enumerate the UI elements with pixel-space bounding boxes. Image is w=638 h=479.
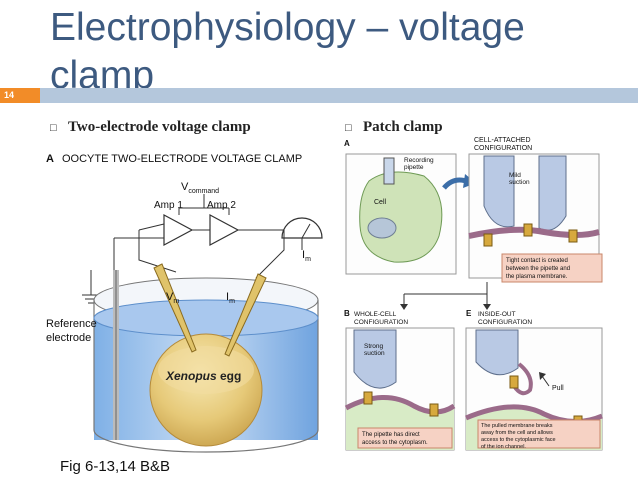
recording-label1: Recording — [404, 157, 434, 164]
cell-label: Cell — [374, 199, 387, 206]
tight-note-line1: Tight contact is created — [506, 258, 568, 264]
bullet-two-electrode: □ Two-electrode voltage clamp — [50, 118, 290, 137]
cell-attached-heading2: CONFIGURATION — [474, 145, 532, 152]
whole-cell-heading2: CONFIGURATION — [354, 319, 408, 326]
patch-clamp-figure: A CELL-ATTACHED CONFIGURATION Cell Recor… — [344, 137, 603, 451]
header-band-accent — [0, 88, 40, 103]
strong-suction1: Strong — [364, 343, 384, 350]
pulled-note-line1: The pulled membrane breaks — [481, 423, 553, 429]
header-band — [0, 88, 638, 103]
panel-b-letter: B — [344, 309, 350, 318]
amp1-label: Amp 1 — [154, 200, 183, 211]
amp2-symbol — [209, 213, 240, 247]
whole-cell-heading1: WHOLE-CELL — [354, 311, 397, 318]
vcommand-label: Vcommand — [181, 181, 219, 195]
slide-title-line1: Electrophysiology – voltage — [50, 6, 525, 49]
recording-label2: pipette — [404, 164, 424, 171]
amp2-label: Amp 2 — [207, 200, 236, 211]
vm-label: Vm — [166, 291, 179, 305]
panel-a-letter: A — [344, 139, 350, 148]
panel-e-letter: E — [466, 309, 472, 318]
strong-suction2: suction — [364, 350, 385, 357]
pulled-note-line3: access to the cytoplasmic face — [481, 437, 556, 443]
reference-label-line2: electrode — [46, 332, 91, 344]
figure-caption: Fig 6-13,14 B&B — [60, 458, 171, 475]
amp1-symbol — [163, 213, 194, 247]
mild-suction1: Mild — [509, 172, 521, 179]
mild-suction2: suction — [509, 179, 530, 186]
inside-out-heading2: CONFIGURATION — [478, 319, 532, 326]
cell-attached-heading1: CELL-ATTACHED — [474, 137, 531, 144]
pull-label: Pull — [552, 385, 564, 392]
direct-access-note — [357, 427, 453, 449]
slide-number: 14 — [4, 90, 15, 100]
current-meter-icon — [281, 217, 323, 239]
bullet-text: Patch clamp — [363, 119, 443, 135]
direct-note-line2: access to the cytoplasm. — [362, 440, 428, 446]
slide-title: Electrophysiology – voltage clamp — [50, 4, 610, 100]
oocyte-figure-heading: OOCYTE TWO-ELECTRODE VOLTAGE CLAMP — [62, 153, 302, 165]
im-label: Im — [226, 291, 235, 305]
panel-a-letter: A — [46, 153, 54, 165]
tight-note-line2: between the pipette and — [506, 266, 570, 272]
pulled-note-line4: of the ion channel. — [481, 444, 526, 450]
reference-label-line1: Reference — [46, 318, 97, 330]
direct-note-line1: The pipette has direct — [362, 432, 420, 438]
inside-out-heading1: INSIDE-OUT — [478, 311, 516, 318]
oocyte-voltage-clamp-figure: A OOCYTE TWO-ELECTRODE VOLTAGE CLAMP Vco… — [46, 153, 323, 453]
pulled-note-line2: away from the cell and allows — [481, 430, 553, 436]
tight-note-line3: the plasma membrane. — [506, 274, 568, 280]
tight-contact-note — [501, 253, 603, 283]
bullet-box-icon: □ — [345, 122, 352, 134]
im-meter-label: Im — [302, 249, 311, 263]
bullet-text: Two-electrode voltage clamp — [68, 119, 251, 135]
cell-shape — [359, 171, 443, 263]
pulled-membrane-note — [477, 419, 601, 449]
bullet-patch-clamp: □ Patch clamp — [345, 118, 545, 137]
bullet-box-icon: □ — [50, 122, 57, 134]
egg-label: Xenopus egg — [165, 369, 241, 383]
